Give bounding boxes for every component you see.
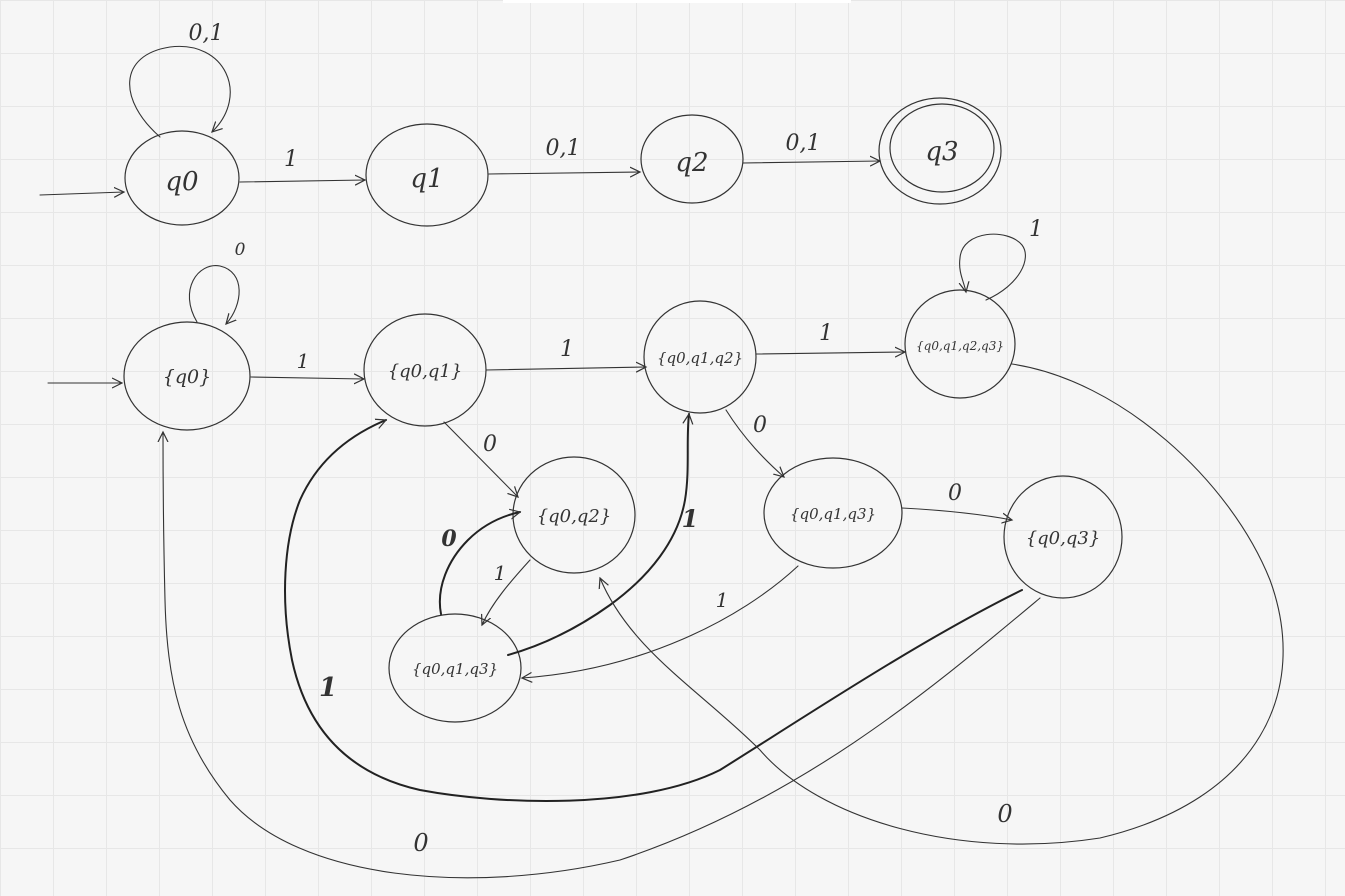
nfa-state-q1: q1	[365, 123, 489, 227]
nfa-state-q2: q2	[640, 114, 744, 204]
dfa-edge-d-e	[600, 363, 1284, 845]
dfa-edge-label: 0	[948, 481, 962, 506]
dfa-edge-label: 0	[413, 829, 428, 857]
dfa-diagram: {q0} {q0,q1} {q0,q1,q2} {q0,q1,q2,q3} {q…	[47, 217, 1284, 879]
nfa-edge-label: 0,1	[189, 21, 224, 46]
dfa-edge-label: 1	[716, 588, 729, 612]
dfa-edge-f-e	[438, 512, 520, 615]
dfa-edge-f-c	[507, 414, 689, 656]
nfa-start-arrow	[39, 192, 124, 195]
dfa-edge-a-b	[250, 377, 364, 379]
nfa-state-label: q1	[410, 164, 443, 194]
nfa-edge-label: 0,1	[786, 131, 821, 156]
dfa-state-label: {q0,q1,q2,q3}	[916, 339, 1004, 353]
dfa-state-label: {q0,q2}	[537, 506, 612, 527]
dfa-edge-label: 1	[319, 673, 337, 703]
nfa-state-q3-accepting: q3	[878, 97, 1002, 205]
dfa-edge-g-h	[901, 507, 1012, 520]
nfa-edge-q2-q3	[742, 161, 880, 163]
dfa-edge-label: 1	[560, 337, 574, 362]
dfa-edge-label: 1	[297, 349, 310, 373]
nfa-self-loop-q0	[129, 45, 231, 138]
dfa-edge-label: 0	[235, 240, 246, 260]
nfa-state-label: q0	[165, 167, 198, 197]
dfa-edge-h-b	[284, 420, 1023, 803]
nfa-diagram: q0 q1 q2 q3 0,1 1 0,1 0,1	[39, 21, 1002, 227]
dfa-edge-c-d	[755, 352, 905, 354]
dfa-state-q0-q1-q3-left: {q0,q1,q3}	[388, 613, 522, 723]
dfa-edge-e-f	[482, 559, 531, 625]
dfa-edge-label: 0	[753, 413, 767, 438]
dfa-edge-label: 1	[494, 561, 507, 585]
nfa-state-q0: q0	[124, 130, 240, 226]
nfa-edge-q1-q2	[488, 172, 640, 174]
dfa-self-loop-q0-q1-q2-q3	[960, 233, 1026, 301]
dfa-self-loop-q0	[188, 265, 240, 324]
dfa-state-label: {q0,q1,q3}	[412, 660, 498, 678]
dfa-edge-label: 0	[997, 800, 1012, 828]
dfa-state-q0-q2: {q0,q2}	[512, 456, 636, 574]
dfa-edge-g-f	[522, 565, 799, 678]
dfa-edge-label: 1	[1029, 217, 1043, 242]
dfa-edge-label: 1	[819, 321, 833, 346]
nfa-state-label: q2	[675, 148, 708, 178]
dfa-edge-c-g	[725, 409, 784, 477]
nfa-edge-label: 1	[284, 147, 298, 172]
nfa-state-label: q3	[925, 137, 958, 167]
dfa-state-q0-q1: {q0,q1}	[363, 313, 487, 427]
dfa-state-label: {q0,q3}	[1026, 528, 1101, 549]
nfa-edge-q0-q1	[239, 180, 365, 182]
dfa-state-q0-q1-q2: {q0,q1,q2}	[643, 300, 757, 414]
dfa-state-q0: {q0}	[123, 321, 251, 431]
dfa-state-label: {q0}	[163, 366, 211, 388]
dfa-edge-h-a	[163, 432, 1041, 879]
dfa-state-label: {q0,q1,q3}	[790, 505, 876, 523]
dfa-state-q0-q3: {q0,q3}	[1003, 475, 1123, 599]
top-toolbar-strip	[503, 0, 851, 3]
dfa-state-label: {q0,q1}	[388, 361, 463, 382]
dfa-state-q0-q1-q2-q3: {q0,q1,q2,q3}	[904, 289, 1016, 399]
dfa-edge-b-c	[485, 367, 646, 370]
dfa-state-label: {q0,q1,q2}	[657, 349, 743, 367]
dfa-edge-label: 0	[441, 526, 457, 552]
dfa-edge-b-e	[443, 421, 518, 497]
dfa-edge-label: 0	[483, 432, 497, 457]
dfa-edge-label: 1	[682, 504, 699, 533]
dfa-state-q0-q1-q3-right: {q0,q1,q3}	[763, 457, 903, 569]
nfa-edge-label: 0,1	[546, 136, 581, 161]
